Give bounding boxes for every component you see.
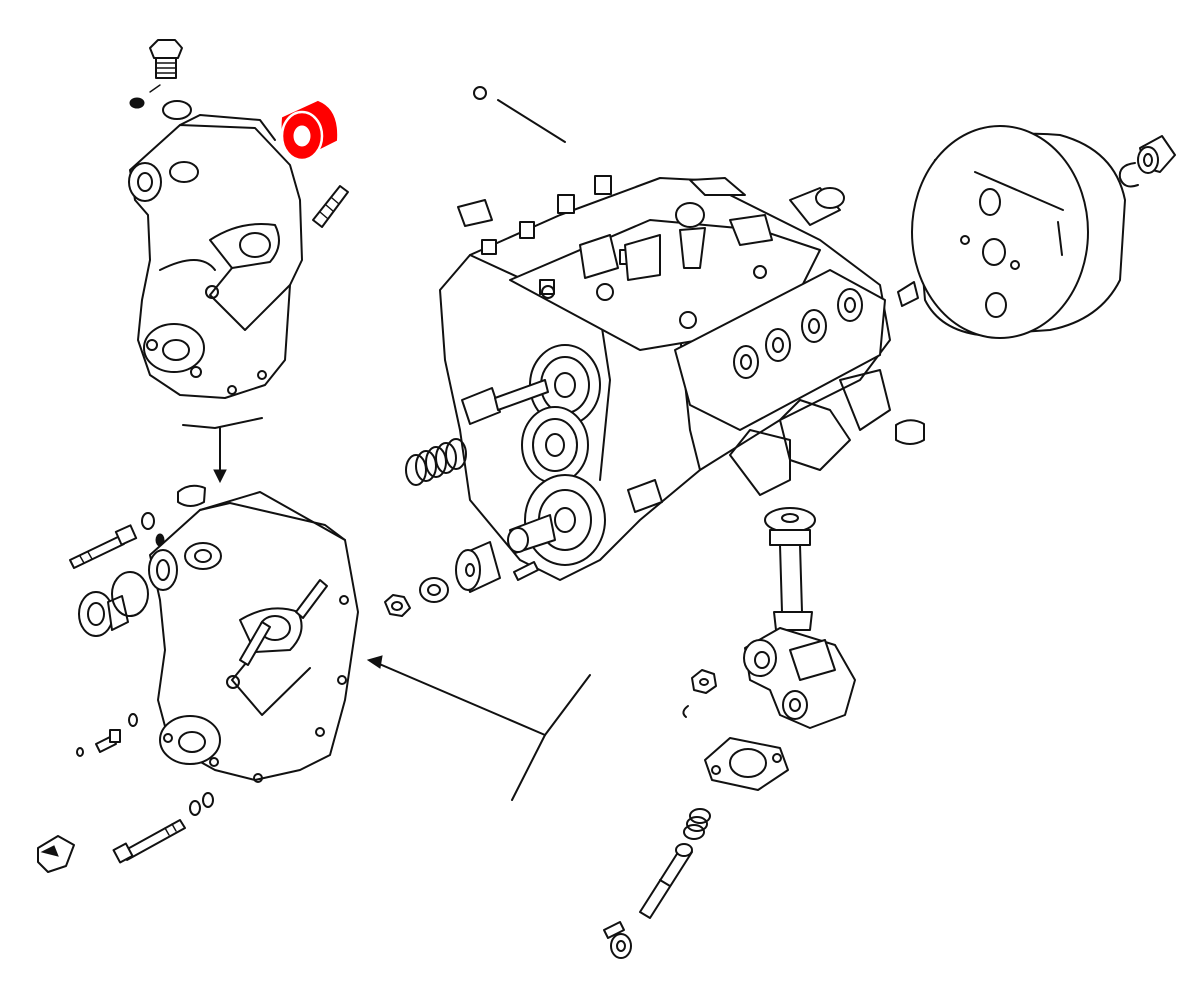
pointer-line [511, 734, 546, 801]
seal-ring[interactable] [280, 100, 338, 162]
coupling-sleeve[interactable] [455, 541, 501, 593]
small-washer[interactable] [129, 97, 145, 109]
snap-ring[interactable] [1118, 162, 1139, 188]
tappet-plunger[interactable] [639, 843, 693, 919]
leader-line [149, 84, 161, 93]
bush[interactable] [457, 199, 493, 227]
small-washer[interactable] [128, 713, 138, 727]
small-screw[interactable] [95, 729, 121, 753]
tiny-washer[interactable] [76, 747, 84, 757]
governor-spring[interactable] [405, 438, 467, 486]
timing-device[interactable] [911, 125, 1126, 339]
feed-pump-group [603, 507, 856, 959]
arrow-head-icon [213, 469, 227, 484]
side-lever[interactable] [461, 379, 549, 425]
o-ring[interactable] [162, 100, 192, 120]
governor-housing-upper[interactable] [128, 114, 303, 399]
washer[interactable] [189, 800, 201, 816]
hex-nut[interactable] [384, 594, 411, 617]
washer[interactable] [202, 792, 214, 808]
feed-pump-body[interactable] [743, 627, 856, 729]
hand-primer[interactable] [764, 507, 816, 631]
injection-pump-body[interactable] [439, 86, 891, 581]
pointer-line [369, 659, 591, 736]
stud-bolt[interactable] [312, 185, 349, 228]
washer[interactable] [141, 512, 155, 530]
sealing-ring[interactable] [111, 571, 149, 617]
small-boss[interactable] [627, 479, 663, 513]
pin[interactable] [603, 921, 625, 939]
plug-cap[interactable] [895, 419, 925, 445]
timing-nut[interactable] [1137, 135, 1176, 174]
cover-cap[interactable] [37, 835, 75, 873]
bracket-line [182, 417, 263, 429]
small-nut[interactable] [691, 669, 717, 694]
control-linkage[interactable] [541, 177, 845, 329]
woodruff-key[interactable] [897, 281, 919, 307]
tappet-spring[interactable] [683, 808, 711, 840]
plug-fitting[interactable] [78, 591, 129, 637]
camshaft-end[interactable] [507, 514, 556, 554]
gasket[interactable] [704, 737, 789, 791]
woodruff-key[interactable] [513, 561, 539, 581]
lower-housing-group [37, 484, 591, 873]
governor-housing-lower[interactable] [148, 491, 359, 783]
pin-washer[interactable] [473, 86, 487, 100]
roller[interactable] [610, 933, 632, 959]
pin-rod[interactable] [497, 99, 566, 143]
plug-screw[interactable] [149, 39, 183, 79]
cap-plug[interactable] [177, 484, 206, 507]
inspection-cover[interactable] [674, 269, 886, 431]
circlip[interactable] [682, 705, 689, 718]
upper-housing-group [128, 39, 349, 484]
long-bolt-upper[interactable] [69, 524, 138, 569]
arrow-head-icon [366, 655, 383, 669]
long-bolt-lower[interactable] [112, 819, 186, 864]
lock-washer[interactable] [419, 577, 449, 603]
